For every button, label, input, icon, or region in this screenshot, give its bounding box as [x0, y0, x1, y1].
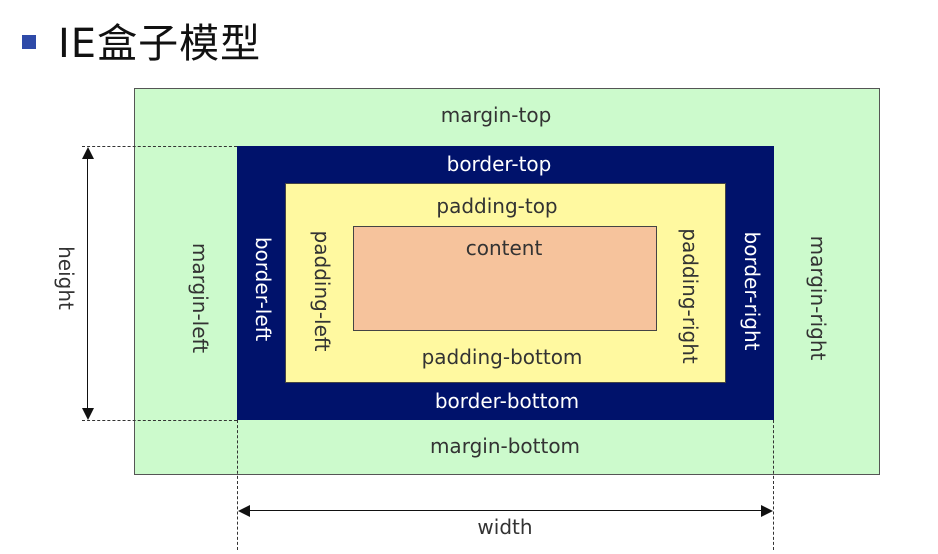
margin-top-label: margin-top	[440, 103, 552, 127]
slide-title-row: IE盒子模型	[22, 10, 261, 70]
arrow-left-icon	[238, 505, 250, 517]
padding-right-label: padding-right	[678, 228, 702, 364]
border-top-label: border-top	[446, 152, 552, 176]
height-top-guide	[82, 146, 237, 147]
width-left-guide	[237, 420, 238, 550]
border-left-label: border-left	[251, 236, 275, 342]
content-label: content	[465, 236, 543, 260]
arrow-right-icon	[761, 505, 773, 517]
width-label: width	[477, 515, 533, 539]
square-bullet-icon	[22, 35, 36, 49]
margin-right-label: margin-right	[806, 235, 830, 361]
width-dimension-line	[248, 510, 763, 511]
arrow-down-icon	[82, 408, 94, 420]
slide-title: IE盒子模型	[58, 21, 262, 67]
padding-bottom-label: padding-bottom	[421, 345, 583, 369]
padding-left-label: padding-left	[310, 230, 334, 352]
height-label: height	[54, 246, 78, 310]
margin-left-label: margin-left	[188, 242, 212, 354]
arrow-up-icon	[82, 147, 94, 159]
margin-bottom-label: margin-bottom	[429, 434, 581, 458]
width-right-guide	[773, 420, 774, 550]
padding-top-label: padding-top	[436, 194, 558, 218]
border-right-label: border-right	[740, 231, 764, 351]
content-area	[353, 226, 657, 331]
height-bottom-guide	[82, 420, 237, 421]
height-dimension-line	[87, 156, 88, 410]
border-bottom-label: border-bottom	[434, 389, 580, 413]
